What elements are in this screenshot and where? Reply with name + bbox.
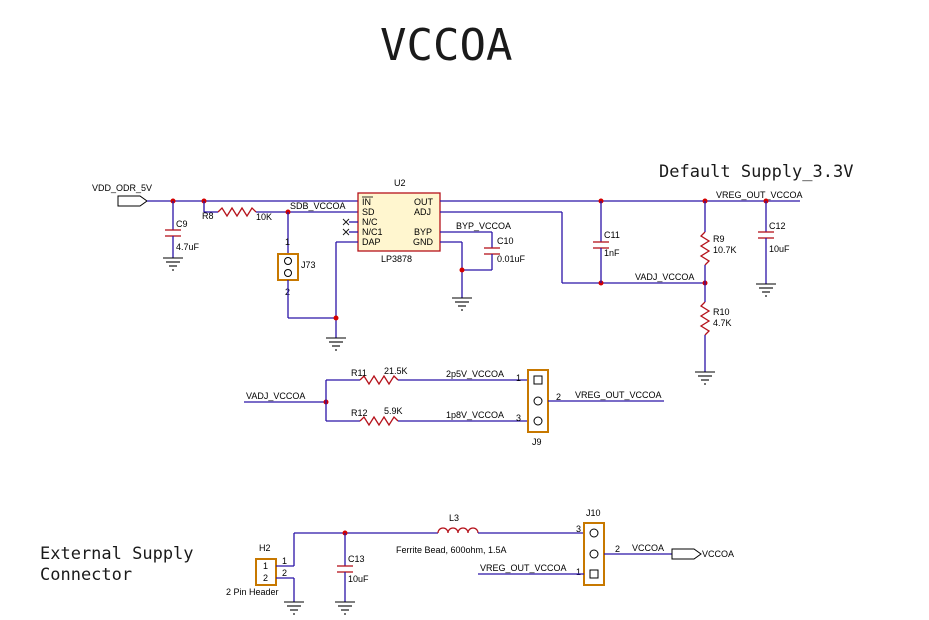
ground-symbol — [695, 371, 715, 385]
c9-ref: C9 — [176, 219, 188, 229]
r9-resistor — [699, 231, 711, 266]
j9-pin1-label: 1 — [516, 373, 521, 383]
r8-resistor — [217, 206, 257, 218]
vccoa-output-port — [671, 548, 702, 560]
j9-pin1 — [533, 375, 543, 385]
h2-header[interactable] — [255, 558, 277, 586]
external-supply-note: External Supply — [40, 544, 194, 564]
r9-ref: R9 — [713, 234, 725, 244]
page-title: VCCOA — [380, 20, 512, 71]
j73-pin1-label: 1 — [285, 237, 290, 247]
j10-ref: J10 — [586, 508, 601, 518]
c11-ref: C11 — [604, 230, 620, 240]
c10-value: 0.01uF — [497, 254, 526, 264]
j10-pin2-label: 2 — [615, 544, 620, 554]
external-supply-note-line2: Connector — [40, 565, 132, 585]
r8-ref: R8 — [202, 211, 214, 221]
u2-pin-byp: BYP — [414, 227, 432, 237]
c10-ref: C10 — [497, 236, 514, 246]
u2-pin-nc: N/C — [362, 217, 378, 227]
r10-value: 4.7K — [713, 318, 732, 328]
r11-ref: R11 — [351, 368, 367, 378]
vreg-out-vccoa-mid-label: VREG_OUT_VCCOA — [575, 390, 662, 400]
j10-pin3 — [589, 528, 599, 538]
net-2p5v-label: 2p5V_VCCOA — [446, 369, 504, 379]
r8-value: 10K — [256, 212, 272, 222]
byp-vccoa-label: BYP_VCCOA — [456, 221, 511, 231]
vdd-odr-5v-label: VDD_ODR_5V — [92, 183, 152, 193]
c13-value: 10uF — [348, 574, 369, 584]
l3-value: Ferrite Bead, 600ohm, 1.5A — [396, 545, 507, 555]
vreg-out-vccoa-label: VREG_OUT_VCCOA — [716, 190, 803, 200]
h2-pin1-label: 1 — [282, 556, 287, 566]
r11-resistor — [359, 374, 399, 386]
j73-pin — [284, 257, 292, 265]
r11-value: 21.5K — [384, 366, 408, 376]
ground-symbol — [452, 297, 472, 311]
vdd-odr-5v-port — [117, 195, 148, 207]
vccoa-net-label: VCCOA — [632, 543, 664, 553]
l3-ferrite-bead — [437, 527, 479, 534]
u2-pin-gnd: GND — [413, 237, 434, 247]
u2-ref: U2 — [394, 178, 406, 188]
j10-pin2 — [589, 549, 599, 559]
vccoa-port-label: VCCOA — [702, 549, 734, 559]
ground-symbol — [335, 601, 355, 615]
junction-dot — [333, 315, 339, 321]
h2-pin2-label: 2 — [282, 568, 287, 578]
vadj-vccoa-label: VADJ_VCCOA — [635, 272, 694, 282]
u2-pin-sd: SD — [362, 207, 375, 217]
ground-symbol — [163, 257, 183, 271]
j9-pin2-label: 2 — [556, 392, 561, 402]
r12-ref: R12 — [351, 408, 368, 418]
vadj-vccoa-input-label: VADJ_VCCOA — [246, 391, 305, 401]
j10-pin1-label: 1 — [576, 567, 581, 577]
h2-pin1-inside: 1 — [263, 561, 268, 571]
c9-value: 4.7uF — [176, 242, 200, 252]
c12-value: 10uF — [769, 244, 790, 254]
j73-ref: J73 — [301, 260, 316, 270]
h2-desc: 2 Pin Header — [226, 587, 279, 597]
u2-pin-adj: ADJ — [414, 207, 431, 217]
u2-pin-in: IN — [362, 197, 371, 207]
net-1p8v-label: 1p8V_VCCOA — [446, 410, 504, 420]
c12-ref: C12 — [769, 221, 786, 231]
j73-pin — [284, 269, 292, 277]
r9-value: 10.7K — [713, 245, 737, 255]
junction-dot — [459, 267, 465, 273]
vreg-out-vccoa-bot-label: VREG_OUT_VCCOA — [480, 563, 567, 573]
l3-ref: L3 — [449, 513, 459, 523]
ground-symbol — [284, 601, 304, 615]
h2-ref: H2 — [259, 543, 271, 553]
j10-pin3-label: 3 — [576, 524, 581, 534]
r12-resistor — [359, 415, 399, 427]
j9-pin2 — [533, 396, 543, 406]
r10-resistor — [699, 301, 711, 336]
u2-pin-dap: DAP — [362, 237, 381, 247]
sdb-vccoa-label: SDB_VCCOA — [290, 201, 346, 211]
c13-ref: C13 — [348, 554, 365, 564]
u2-part: LP3878 — [381, 254, 412, 264]
j9-ref: J9 — [532, 437, 542, 447]
u2-ldo-regulator — [357, 192, 441, 252]
ground-symbol — [756, 283, 776, 297]
j9-pin3 — [533, 416, 543, 426]
j9-pin3-label: 3 — [516, 413, 521, 423]
ground-symbol — [326, 337, 346, 351]
j10-pin1 — [589, 569, 599, 579]
u2-pin-nc1: N/C1 — [362, 227, 383, 237]
u2-pin-out: OUT — [414, 197, 434, 207]
h2-pin2-inside: 2 — [263, 573, 268, 583]
c11-value: 1nF — [604, 248, 620, 258]
nc-x-mark — [342, 218, 350, 236]
r12-value: 5.9K — [384, 406, 403, 416]
default-supply-note: Default Supply_3.3V — [659, 162, 853, 182]
r10-ref: R10 — [713, 307, 730, 317]
